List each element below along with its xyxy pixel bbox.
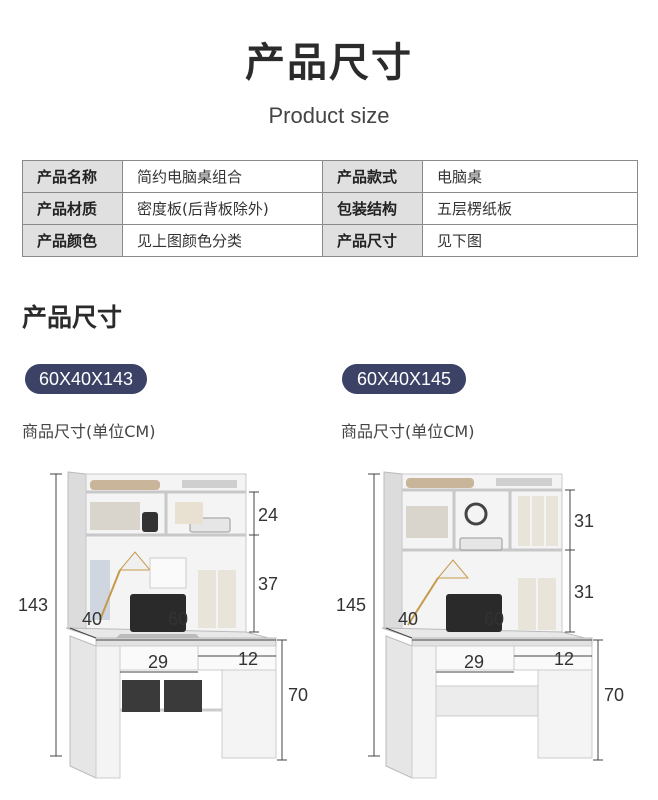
- spec-key: 产品颜色: [22, 224, 123, 257]
- dimension-labels-1: 143 24 37 70 40 60 29 12: [18, 505, 308, 705]
- spec-value: 电脑桌: [422, 160, 638, 193]
- desk: [65, 594, 277, 779]
- spec-value: 五层楞纸板: [422, 192, 638, 225]
- dim-upper-label: 24: [258, 505, 278, 525]
- desk-illustration-1: [50, 471, 287, 779]
- spec-key: 产品款式: [322, 160, 423, 193]
- dim-desk-label: 70: [288, 685, 308, 705]
- desk-illustration-2: [368, 471, 603, 779]
- spec-key: 包装结构: [322, 192, 423, 225]
- dim-width-label: 60: [484, 609, 504, 629]
- dim-drawer-width-label: 29: [148, 652, 168, 672]
- table-row: 产品颜色 见上图颜色分类 产品尺寸 见下图: [22, 224, 638, 257]
- dim-width-label: 60: [168, 609, 188, 629]
- size-badge-1: 60X40X143: [25, 364, 147, 394]
- spec-table: 产品名称 简约电脑桌组合 产品款式 电脑桌 产品材质 密度板(后背板除外) 包装…: [22, 160, 638, 257]
- spec-key: 产品名称: [22, 160, 123, 193]
- dimension-lines: [368, 473, 603, 761]
- unit-label-1: 商品尺寸(单位CM): [22, 422, 156, 441]
- dim-drawer-width-label: 29: [464, 652, 484, 672]
- table-row: 产品名称 简约电脑桌组合 产品款式 电脑桌: [22, 160, 638, 193]
- size-badge-2: 60X40X145: [342, 364, 466, 394]
- spec-value: 见上图颜色分类: [122, 224, 323, 257]
- spec-value: 见下图: [422, 224, 638, 257]
- page-subtitle: Product size: [268, 103, 390, 128]
- dim-middle-label: 37: [258, 574, 278, 594]
- dim-desk-label: 70: [604, 685, 624, 705]
- section-title: 产品尺寸: [22, 303, 123, 332]
- dimension-lines: [50, 473, 287, 761]
- spec-value: 密度板(后背板除外): [122, 192, 323, 225]
- spec-key: 产品材质: [22, 192, 123, 225]
- dim-drawer-height-label: 12: [554, 649, 574, 669]
- spec-key: 产品尺寸: [322, 224, 423, 257]
- dim-height-label: 145: [336, 595, 366, 615]
- page-title: 产品尺寸: [245, 40, 413, 86]
- dim-depth-label: 40: [398, 609, 418, 629]
- dim-upper-label: 31: [574, 511, 594, 531]
- spec-value: 简约电脑桌组合: [122, 160, 323, 193]
- desk: [381, 594, 593, 779]
- dim-middle-label: 31: [574, 582, 594, 602]
- unit-label-2: 商品尺寸(单位CM): [341, 422, 475, 441]
- table-row: 产品材质 密度板(后背板除外) 包装结构 五层楞纸板: [22, 192, 638, 225]
- dimension-labels-2: 145 31 31 70 40 60 29 12: [336, 511, 624, 705]
- dim-depth-label: 40: [82, 609, 102, 629]
- dim-height-label: 143: [18, 595, 48, 615]
- dim-drawer-height-label: 12: [238, 649, 258, 669]
